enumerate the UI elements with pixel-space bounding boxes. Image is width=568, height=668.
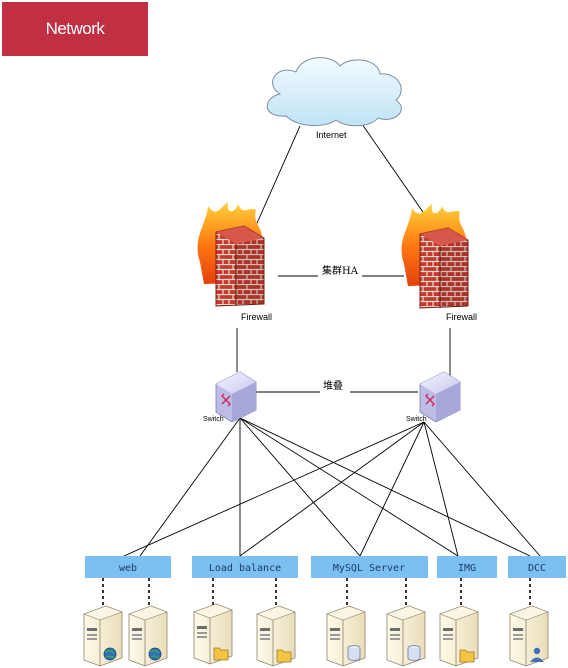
database-server-icon <box>326 605 366 667</box>
switch-left-label: Switch <box>203 416 224 423</box>
service-web: web <box>85 556 171 578</box>
internet-label: Internet <box>316 130 347 140</box>
web-server-icon <box>83 605 123 667</box>
file-server-icon <box>256 605 296 667</box>
web-server-icon <box>128 605 168 667</box>
switch-right-label: Switch <box>406 416 427 423</box>
switch-stack-label-bg <box>320 379 350 393</box>
connection-lines <box>123 123 541 557</box>
title-badge: Network <box>2 2 148 56</box>
switch-stack-label: 堆叠 <box>323 380 343 392</box>
service-load-balance: Load balance <box>192 556 298 578</box>
firewall-ha-label: 集群HA <box>322 264 359 277</box>
firewall-right-icon <box>400 203 469 309</box>
switch-left-icon <box>215 371 257 423</box>
service-label-web: web <box>119 563 137 574</box>
firewall-left-label: Firewall <box>241 312 272 322</box>
service-mysql-server: MySQL Server <box>311 556 428 578</box>
internet-cloud-icon <box>266 57 402 127</box>
service-label-load-balance: Load balance <box>209 563 281 574</box>
service-label-dcc: DCC <box>528 563 546 574</box>
user-server-icon <box>509 605 549 667</box>
service-label-mysql-server: MySQL Server <box>333 563 405 574</box>
service-label-img: IMG <box>458 563 476 574</box>
page-title: Network <box>45 19 105 38</box>
service-img: IMG <box>437 556 497 578</box>
firewall-left-icon <box>196 201 265 307</box>
file-server-icon <box>193 603 233 665</box>
firewall-ha-label-bg <box>318 264 362 278</box>
service-dcc: DCC <box>508 556 566 578</box>
switch-right-icon <box>419 371 461 423</box>
database-server-icon <box>386 605 426 667</box>
firewall-right-label: Firewall <box>446 312 477 322</box>
file-server-icon <box>439 605 479 667</box>
server-connectors <box>102 578 531 610</box>
